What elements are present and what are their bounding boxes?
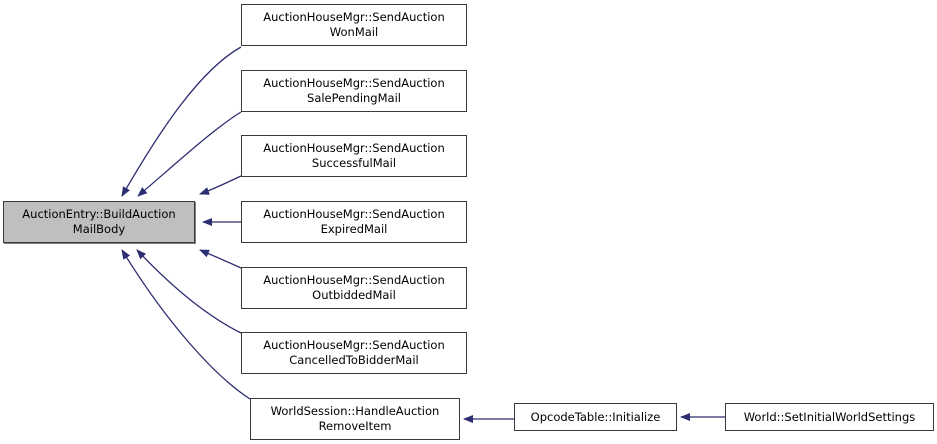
node-label: AuctionHouseMgr::SendAuction ExpiredMail — [263, 207, 445, 236]
edge-outbidded-to-focus — [199, 249, 242, 269]
node-auctionhousemgr-sendauctionwonmail[interactable]: AuctionHouseMgr::SendAuction WonMail — [241, 4, 467, 46]
node-auctionhousemgr-sendauctioncancelledtobiddermail[interactable]: AuctionHouseMgr::SendAuction CancelledTo… — [241, 332, 467, 374]
edge-wonmail-to-focus — [121, 46, 242, 197]
node-auctionhousemgr-sendauctionsalependingmail[interactable]: AuctionHouseMgr::SendAuction SalePending… — [241, 70, 467, 112]
edge-removeitem-to-focus — [121, 249, 251, 400]
node-label: AuctionHouseMgr::SendAuction SalePending… — [263, 76, 445, 105]
node-label: World::SetInitialWorldSettings — [743, 409, 916, 424]
edge-salepending-to-focus — [137, 111, 242, 197]
node-opcodetable-initialize[interactable]: OpcodeTable::Initialize — [514, 403, 677, 431]
node-label: AuctionHouseMgr::SendAuction OutbiddedMa… — [263, 273, 445, 302]
node-label: AuctionHouseMgr::SendAuction CancelledTo… — [263, 338, 445, 367]
edge-successful-to-focus — [199, 175, 242, 195]
node-label: WorldSession::HandleAuction RemoveItem — [270, 404, 440, 433]
node-label: AuctionHouseMgr::SendAuction WonMail — [263, 10, 445, 39]
edge-cancelled-to-focus — [136, 249, 242, 334]
node-label: AuctionEntry::BuildAuction MailBody — [22, 207, 176, 236]
node-auctionhousemgr-sendauctionsuccessfulmail[interactable]: AuctionHouseMgr::SendAuction SuccessfulM… — [241, 135, 467, 177]
node-label: OpcodeTable::Initialize — [530, 409, 661, 424]
node-auctionhousemgr-sendauctionoutbiddedmail[interactable]: AuctionHouseMgr::SendAuction OutbiddedMa… — [241, 267, 467, 309]
node-auctionentry-buildauctionmailbody[interactable]: AuctionEntry::BuildAuction MailBody — [3, 201, 195, 243]
node-label: AuctionHouseMgr::SendAuction SuccessfulM… — [263, 141, 445, 170]
node-auctionhousemgr-sendauctionexpiredmail[interactable]: AuctionHouseMgr::SendAuction ExpiredMail — [241, 201, 467, 243]
node-worldsession-handleauctionremoveitem[interactable]: WorldSession::HandleAuction RemoveItem — [250, 398, 460, 440]
node-world-setinitialworldsettings[interactable]: World::SetInitialWorldSettings — [725, 403, 934, 431]
